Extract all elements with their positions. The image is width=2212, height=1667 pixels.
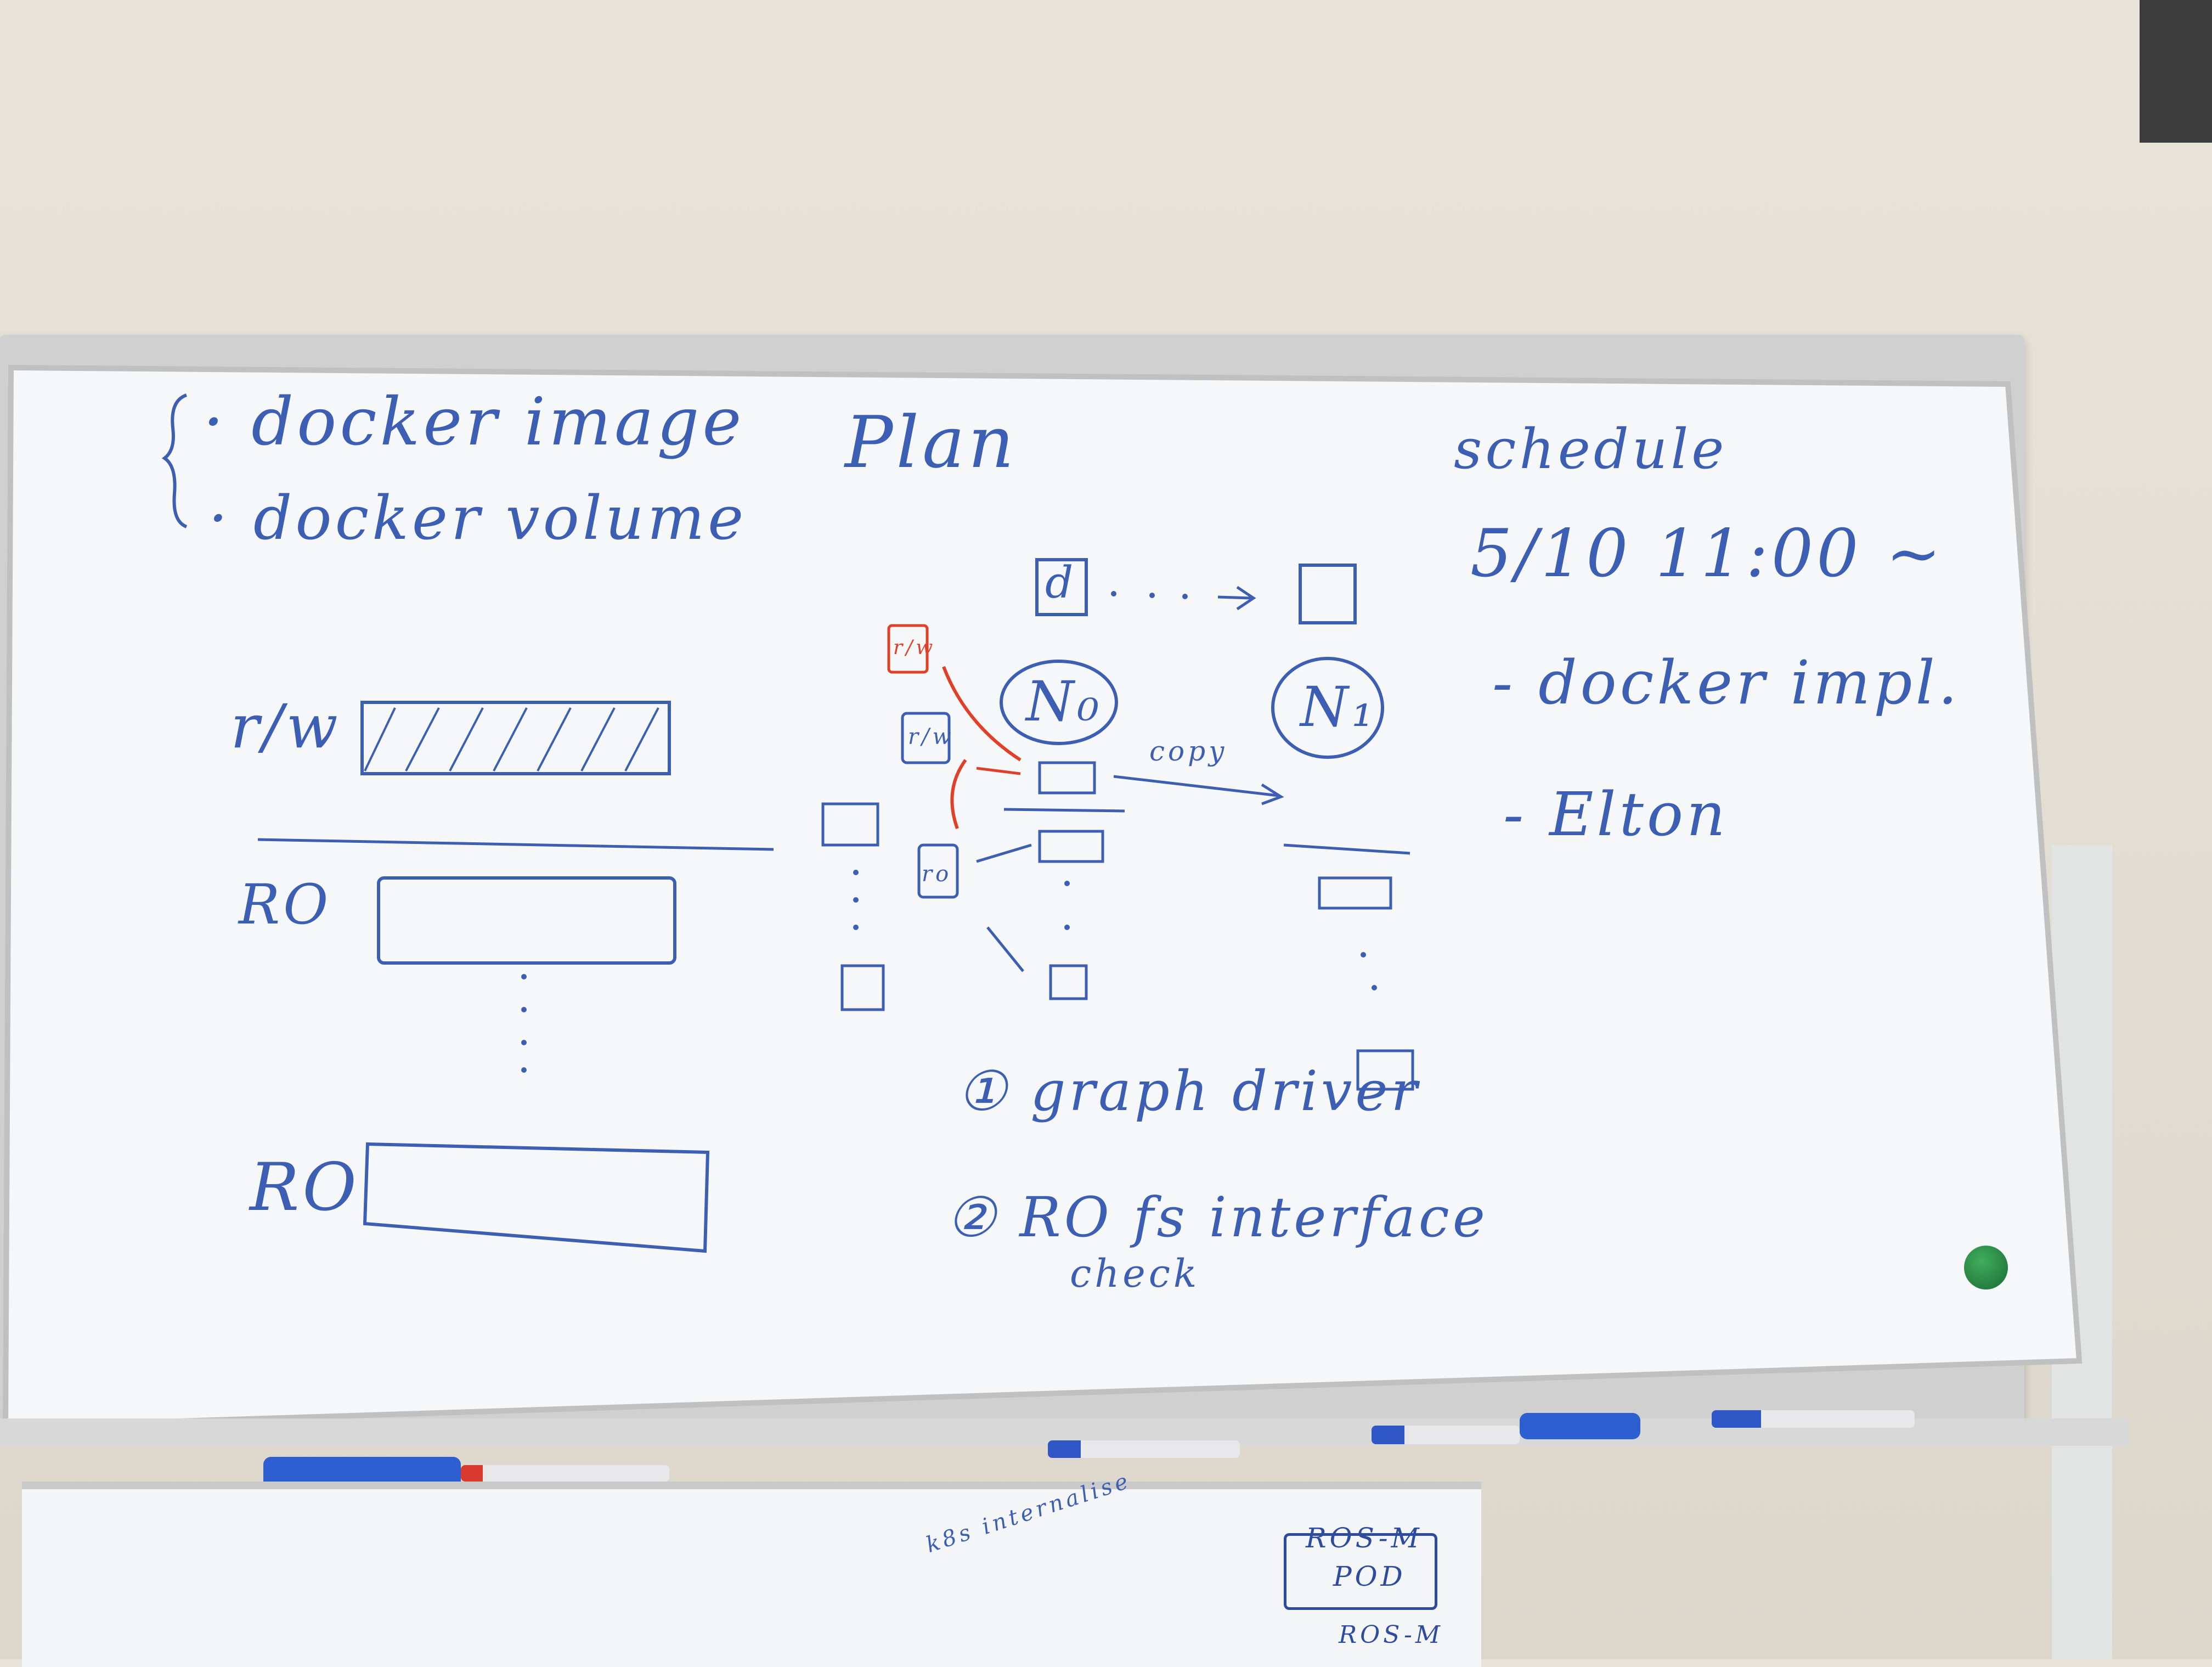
schedule-date: 5/10 11:00 ~ xyxy=(1470,516,1945,592)
lower-text-pod: POD xyxy=(1333,1561,1406,1592)
schedule-title: schedule xyxy=(1454,417,1728,481)
marker-icon[interactable] xyxy=(1048,1440,1240,1458)
left-line-docker-image: · docker image xyxy=(203,384,745,460)
marker-icon[interactable] xyxy=(1712,1410,1915,1428)
ro-label-2: RO xyxy=(250,1150,360,1226)
eraser-icon[interactable] xyxy=(1520,1413,1640,1439)
plan-item-1: ① graph driver xyxy=(957,1059,1421,1123)
plan-title: Plan xyxy=(845,401,1018,484)
schedule-task-2: - Elton xyxy=(1503,779,1729,849)
rw-label: r/w xyxy=(230,691,341,762)
schedule-task-1: - docker impl. xyxy=(1492,647,1961,718)
magnet-icon xyxy=(1964,1246,2008,1289)
copy-label: copy xyxy=(1149,735,1228,767)
left-line-docker-volume: · docker volume xyxy=(208,483,747,553)
node-n1-label: N₁ xyxy=(1300,675,1377,739)
plan-item-2: ② RO fs interface xyxy=(946,1185,1488,1249)
marker-icon[interactable] xyxy=(461,1465,669,1482)
wall-bracket xyxy=(2140,0,2212,143)
ro-container-label: ro xyxy=(922,861,952,887)
marker-icon[interactable] xyxy=(1372,1426,1520,1444)
red-rw-label: r/w xyxy=(893,637,936,659)
node-n0-label: N₀ xyxy=(1026,669,1103,734)
ro-label-1: RO xyxy=(239,872,332,937)
d-box-label: d xyxy=(1045,557,1077,608)
lower-whiteboard: k8s internalise ROS-M POD ROS-M xyxy=(22,1468,1481,1667)
lower-text-k8s: k8s internalise xyxy=(923,1467,1135,1558)
lower-box xyxy=(1284,1533,1437,1610)
lower-text-ros-m: ROS-M xyxy=(1306,1522,1423,1554)
rw-container-label: r/w xyxy=(908,724,955,750)
lower-text-ros-m-2: ROS-M xyxy=(1339,1621,1443,1649)
board-stand xyxy=(2052,845,2112,1659)
plan-item-2-note: check xyxy=(1070,1251,1200,1296)
